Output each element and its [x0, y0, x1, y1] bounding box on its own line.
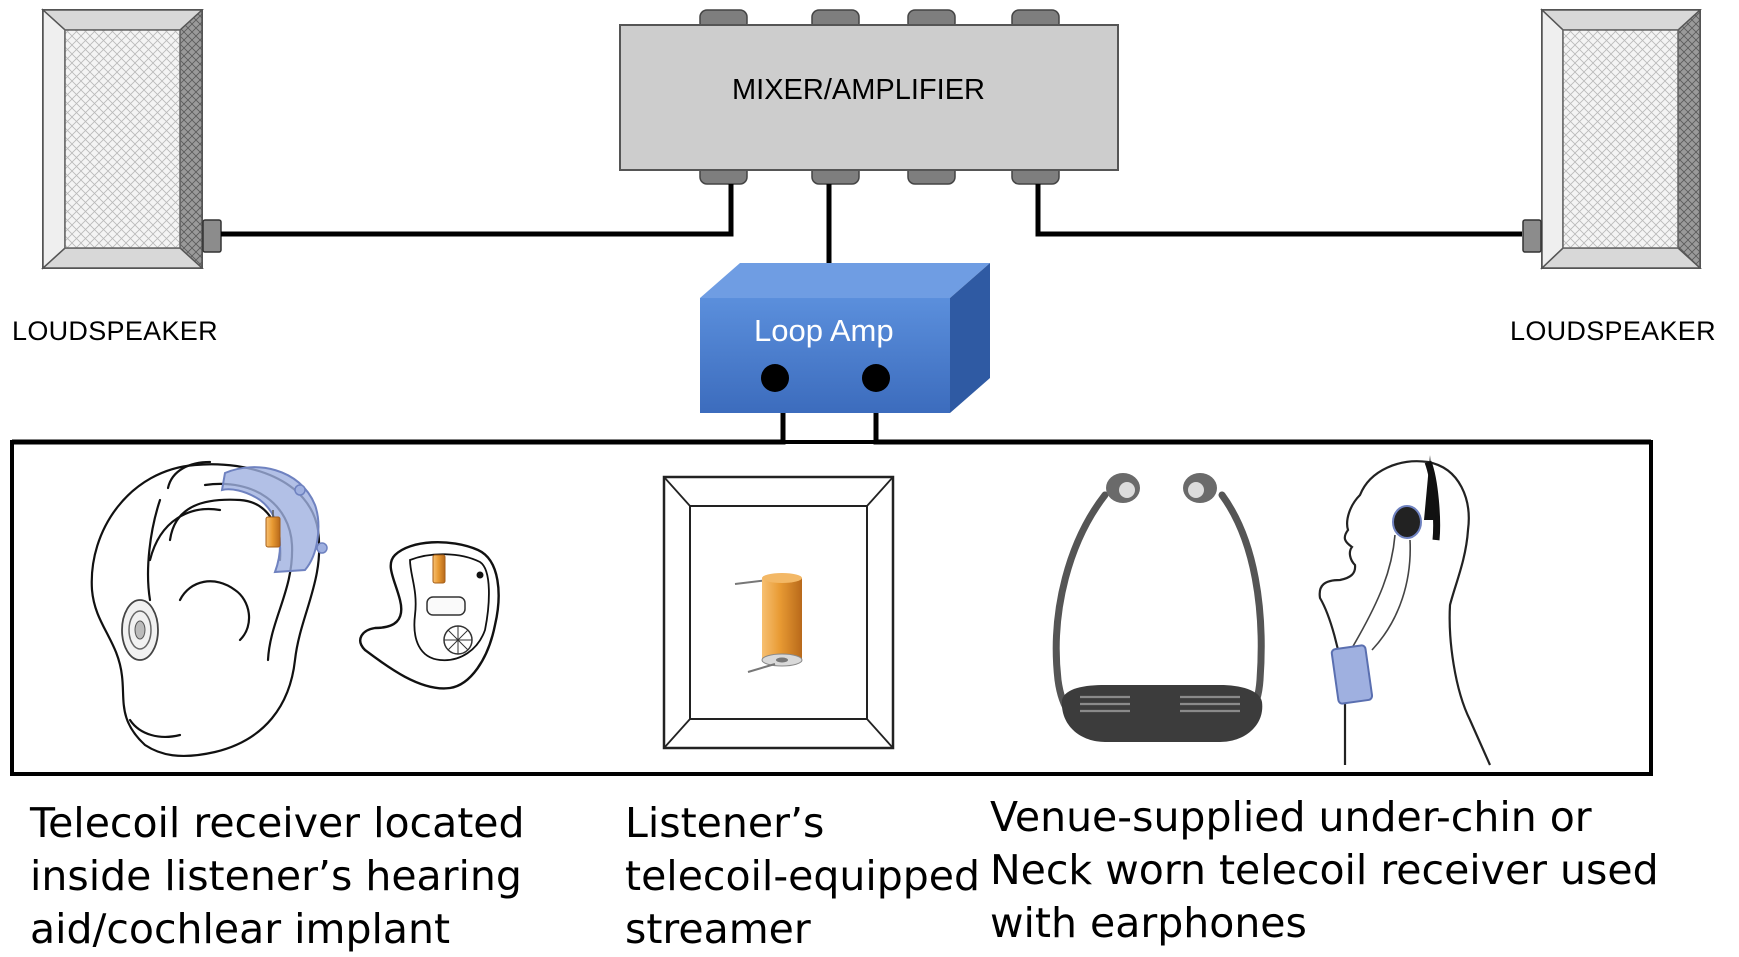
under-chin-receiver-icon — [1052, 473, 1265, 742]
streamer-caption: Listener’s telecoil-equipped streamer — [625, 797, 980, 956]
right-loudspeaker — [1522, 8, 1702, 270]
receivers-frame — [10, 440, 1653, 776]
caption-line: Neck worn telecoil receiver used — [990, 846, 1659, 894]
hearing-aid-caption: Telecoil receiver located inside listene… — [30, 797, 525, 956]
left-loudspeaker — [41, 8, 222, 270]
caption-line: aid/cochlear implant — [30, 905, 451, 953]
caption-line: Venue-supplied under-chin or — [990, 793, 1592, 841]
caption-line: Listener’s — [625, 799, 825, 847]
caption-line: inside listener’s hearing — [30, 852, 522, 900]
neck-worn-receiver-person-icon — [1318, 455, 1492, 766]
left-loudspeaker-label: LOUDSPEAKER — [12, 316, 218, 346]
loop-amp-label: Loop Amp — [754, 313, 894, 348]
neck-worn-caption: Venue-supplied under-chin or Neck worn t… — [990, 791, 1659, 950]
mixer-amplifier-label: MIXER/AMPLIFIER — [732, 74, 985, 106]
loop-amp — [700, 263, 990, 413]
caption-line: Telecoil receiver located — [30, 799, 525, 847]
ite-hearing-aid-icon — [359, 541, 500, 690]
caption-line: telecoil-equipped — [625, 852, 981, 900]
bte-hearing-aid-icon — [220, 466, 328, 574]
right-loudspeaker-label: LOUDSPEAKER — [1510, 316, 1716, 346]
caption-line: streamer — [625, 905, 811, 953]
mixer-amplifier — [619, 9, 1119, 185]
caption-line: with earphones — [990, 899, 1307, 947]
cochlear-coil-icon — [121, 599, 159, 661]
telecoil-streamer-icon — [662, 475, 895, 750]
